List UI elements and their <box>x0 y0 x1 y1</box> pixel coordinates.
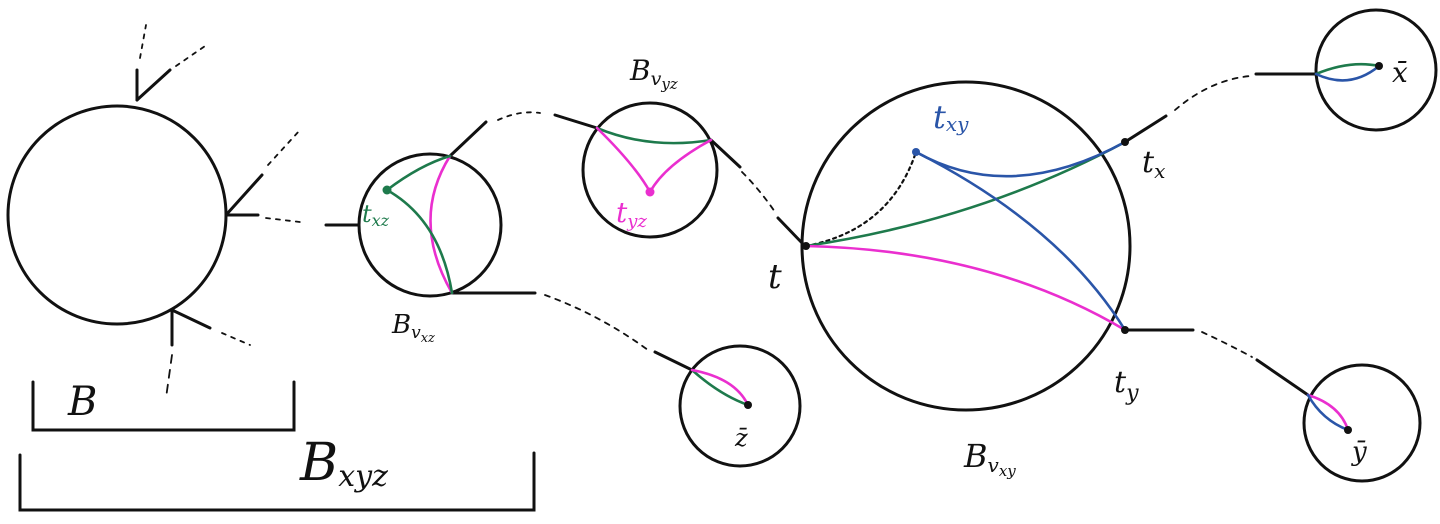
circle-z-bar <box>678 344 802 468</box>
edge-zbar-left <box>653 350 694 372</box>
label-big-b: B <box>67 379 97 425</box>
dash-b-bottom <box>165 354 173 399</box>
vertex-ybar <box>1344 426 1352 434</box>
vertex-zbar <box>744 401 752 409</box>
curve-ybar-blue <box>1306 393 1350 432</box>
dash-vyz-vxy <box>741 171 776 213</box>
dash-vxz-vyz <box>497 111 541 121</box>
edge-vxy-tx <box>1123 114 1168 144</box>
edge-b-bottom-diag <box>170 308 212 330</box>
dash-vxz-zbar <box>544 294 649 351</box>
edge-vxz-top <box>448 120 488 158</box>
edge-vyz-left <box>553 113 599 130</box>
dash-b-top2 <box>175 43 209 67</box>
label-t-yz: tyz <box>616 196 647 232</box>
curve-vxz-green-bottom <box>385 188 454 295</box>
vertex-tx <box>1121 138 1129 146</box>
bracket-b <box>31 380 296 432</box>
label-t: t <box>768 257 782 297</box>
curve-vyz-green <box>595 126 713 145</box>
vertex-t <box>802 242 810 250</box>
label-y-bar: ȳ <box>1351 437 1367 467</box>
vertex-txy <box>912 148 920 156</box>
label-t-y: ty <box>1114 365 1139 406</box>
label-b-vyz: Bvyz <box>629 54 678 93</box>
curve-ybar-magenta <box>1306 393 1350 432</box>
dash-t-txy <box>804 150 918 248</box>
edge-vyz-right <box>709 138 742 169</box>
curve-vxy-magenta <box>804 244 1127 332</box>
edge-b-top-diag <box>135 68 172 102</box>
dash-tx-xbar <box>1174 75 1251 111</box>
circle-x-bar <box>1314 8 1438 132</box>
label-b-vxz: Bvxz <box>391 310 435 346</box>
vertex-tyz <box>645 187 655 197</box>
dash-b-right2 <box>265 217 301 223</box>
label-b-xyz: Bxyz <box>299 433 388 494</box>
curve-vxy-green <box>804 140 1127 248</box>
dash-b-right <box>267 129 301 166</box>
vertex-txz <box>382 185 392 195</box>
label-t-xy: txy <box>933 98 969 136</box>
circle-y-bar <box>1302 363 1422 483</box>
circle-b-vyz <box>581 101 719 239</box>
curve-vyz-magenta-left <box>595 126 652 194</box>
label-z-bar: z̄ <box>734 424 748 452</box>
label-x-bar: x̄ <box>1392 56 1408 89</box>
edge-b-right <box>224 173 264 217</box>
curve-zbar-magenta <box>690 368 750 407</box>
curve-vxz-green-top <box>385 154 452 192</box>
circle-b <box>6 104 228 326</box>
label-b-vxy: Bvxy <box>963 437 1016 480</box>
dash-b-bottom2 <box>221 332 251 346</box>
curve-vxy-blue-diag <box>914 150 1127 332</box>
vertex-xbar <box>1375 62 1383 70</box>
label-t-xz: txz <box>362 200 390 230</box>
edge-ybar-left <box>1255 358 1310 397</box>
dash-b-top <box>139 24 147 59</box>
dash-ty-ybar <box>1201 331 1253 358</box>
curve-xbar-green <box>1314 62 1381 76</box>
label-t-x: tx <box>1142 145 1165 183</box>
bracket-bxyz <box>18 451 536 512</box>
curve-zbar-green <box>690 368 750 407</box>
curve-xbar-blue <box>1314 64 1381 82</box>
curve-vxz-magenta <box>429 154 454 295</box>
edge-vxy-left <box>776 216 806 247</box>
curve-vyz-magenta-right <box>648 138 713 194</box>
vertex-ty <box>1121 326 1129 334</box>
